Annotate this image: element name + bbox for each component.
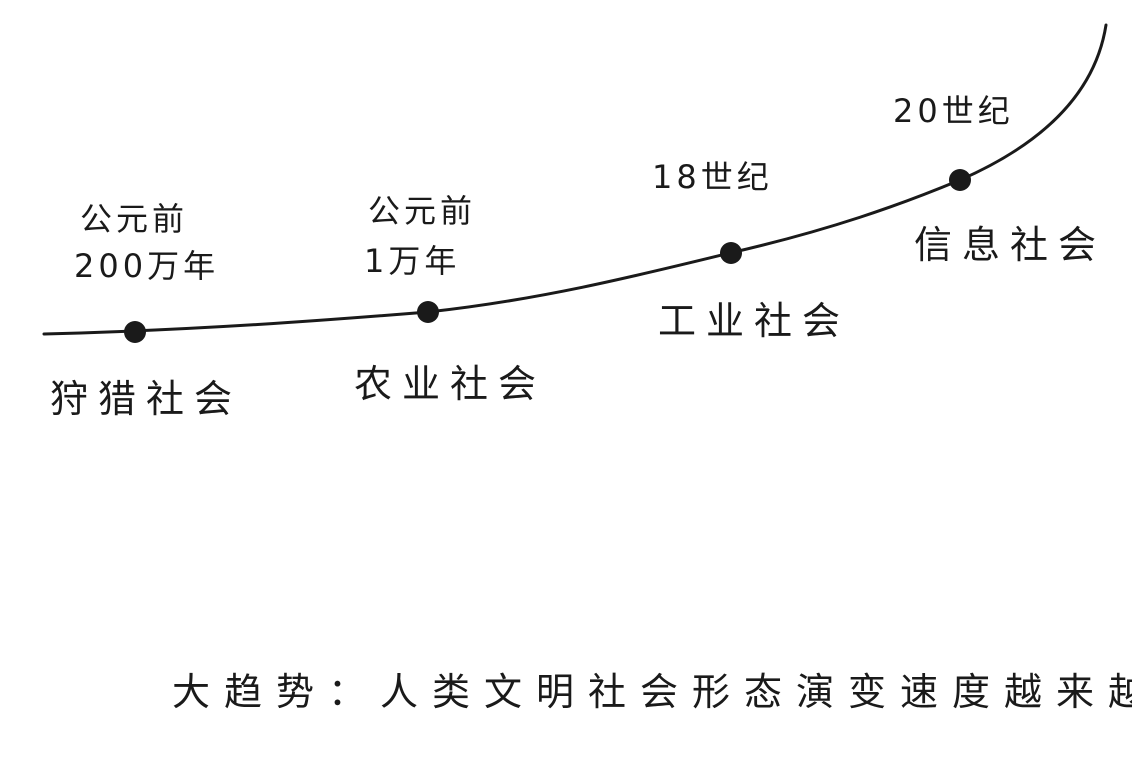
stage-time-industrial: 18世纪 (652, 158, 773, 196)
stage-marker-information (949, 169, 971, 191)
stage-time-agriculture-line1: 公元前 (368, 192, 476, 230)
stage-marker-hunting (124, 321, 146, 343)
stage-name-industrial: 工业社会 (658, 299, 850, 343)
stage-marker-industrial (720, 242, 742, 264)
stage-time-agriculture-line2: 1万年 (364, 242, 460, 280)
stage-name-information: 信息社会 (914, 223, 1106, 267)
stage-time-hunting-line2: 200万年 (74, 247, 219, 285)
stage-marker-agriculture (417, 301, 439, 323)
trend-curve (42, 23, 1108, 336)
stage-time-information: 20世纪 (893, 92, 1014, 130)
stage-name-hunting: 狩猎社会 (50, 377, 242, 421)
stage-time-hunting-line1: 公元前 (80, 200, 188, 238)
trend-caption: 大趋势：人类文明社会形态演变速度越来越快 (172, 670, 1132, 714)
stage-name-agriculture: 农业社会 (354, 362, 546, 406)
